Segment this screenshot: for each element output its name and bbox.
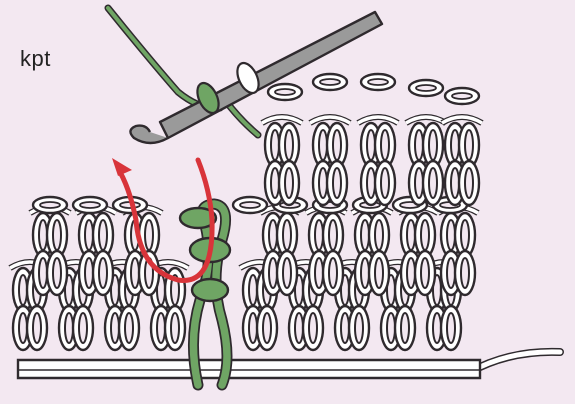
fabric-upper-row	[262, 74, 482, 205]
fabric-bottom-rows	[10, 197, 480, 378]
working-stitch	[180, 204, 230, 385]
tail-yarn	[470, 352, 560, 372]
